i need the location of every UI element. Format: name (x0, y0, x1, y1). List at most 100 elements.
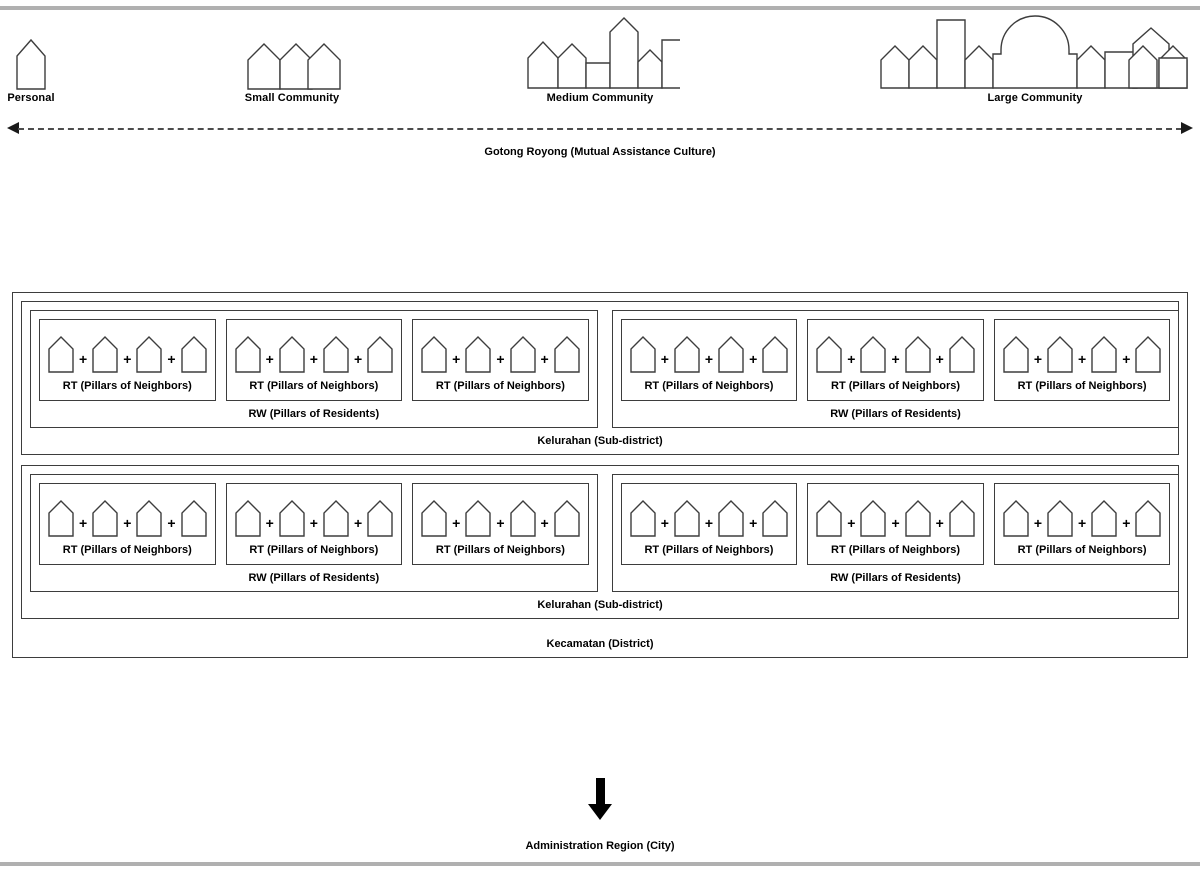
rt-label: RT (Pillars of Neighbors) (249, 544, 379, 556)
city-skyline-icon (875, 14, 1195, 90)
scale-label-personal: Personal (7, 92, 55, 104)
rw-row: + + + RT (Pillars of Neighbors) (30, 310, 1180, 428)
rt-houses: + + + (814, 330, 977, 374)
axis-label: Gotong Royong (Mutual Assistance Culture… (484, 146, 716, 158)
rw-label: RW (Pillars of Residents) (830, 572, 961, 584)
rt-box: + + + RT (Pillars of Neighbors) (225, 319, 403, 401)
house-icon (421, 336, 447, 373)
axis-arrow-right-icon (1181, 122, 1193, 134)
plus-symbol: + (79, 515, 88, 531)
house-icon (553, 500, 580, 537)
rt-box: + + + RT (Pillars of Neighbors) (412, 483, 589, 565)
kelurahan-box: + + + RT (Pillars of Neighbors) (21, 465, 1180, 619)
rt-box: + + + RT (Pillars of Neighbors) (225, 483, 403, 565)
single-house-icon (0, 14, 62, 90)
house-icon (629, 500, 656, 537)
plus-symbol: + (1122, 351, 1131, 367)
rw-label: RW (Pillars of Residents) (248, 408, 380, 420)
rt-label: RT (Pillars of Neighbors) (644, 544, 774, 556)
rt-houses: + + + (628, 494, 791, 538)
rt-houses: + + + (419, 494, 582, 538)
rt-label: RT (Pillars of Neighbors) (831, 380, 961, 392)
rt-houses: + + + (233, 330, 396, 374)
house-icon (92, 500, 118, 537)
house-icon (367, 336, 393, 373)
page-rule-bottom (0, 862, 1200, 866)
plus-symbol: + (935, 351, 944, 367)
arrow-head (588, 804, 612, 820)
house-icon (1047, 336, 1073, 373)
rt-houses: + + + (233, 494, 396, 538)
house-icon (674, 336, 700, 373)
house-icon (465, 500, 492, 537)
plus-symbol: + (265, 351, 274, 367)
kelurahan-label: Kelurahan (Sub-district) (537, 435, 663, 447)
house-icon (136, 336, 163, 373)
house-icon (509, 336, 536, 373)
rt-label: RT (Pillars of Neighbors) (831, 544, 961, 556)
gotong-royong-axis: Gotong Royong (Mutual Assistance Culture… (0, 118, 1200, 168)
rt-houses: + + + (628, 330, 791, 374)
plus-symbol: + (123, 515, 132, 531)
rw-box: + + + RT (Pillars of Neighbors) (611, 474, 1180, 592)
plus-symbol: + (1033, 351, 1042, 367)
rw-box: + + + RT (Pillars of Neighbors) (30, 474, 598, 592)
plus-symbol: + (540, 515, 549, 531)
scale-item-small-community: Small Community (230, 14, 354, 104)
axis-arrow-left-icon (7, 122, 19, 134)
house-icon (1003, 336, 1029, 373)
house-icon (48, 500, 74, 537)
plus-symbol: + (935, 515, 944, 531)
plus-symbol: + (1122, 515, 1131, 531)
rt-box: + + + RT (Pillars of Neighbors) (620, 483, 798, 565)
rt-box: + + + RT (Pillars of Neighbors) (620, 319, 798, 401)
town-skyline-icon (520, 14, 680, 90)
plus-symbol: + (847, 351, 856, 367)
plus-symbol: + (353, 351, 363, 367)
page-rule-top (0, 6, 1200, 10)
rw-box: + + + RT (Pillars of Neighbors) (611, 310, 1180, 428)
house-icon (629, 336, 656, 373)
plus-symbol: + (1078, 351, 1087, 367)
administrative-hierarchy: + + + RT (Pillars of Neighbors) (12, 292, 1188, 658)
house-icon (949, 336, 975, 373)
house-icon (904, 500, 931, 537)
house-icon (323, 500, 349, 537)
house-icon (465, 336, 492, 373)
scale-item-large-community: Large Community (875, 14, 1195, 104)
house-icon (1135, 500, 1162, 537)
rw-label: RW (Pillars of Residents) (830, 408, 961, 420)
kelurahan-label: Kelurahan (Sub-district) (537, 599, 663, 611)
house-icon (279, 336, 305, 373)
scale-item-personal: Personal (0, 14, 62, 104)
house-icon (421, 500, 447, 537)
house-icon (718, 500, 744, 537)
house-icon (1003, 500, 1029, 537)
rw-box: + + + RT (Pillars of Neighbors) (30, 310, 598, 428)
house-icon (92, 336, 118, 373)
plus-symbol: + (265, 515, 274, 531)
scale-item-medium-community: Medium Community (520, 14, 680, 104)
plus-symbol: + (167, 351, 176, 367)
rt-row: + + + RT (Pillars of Neighbors) (39, 483, 589, 565)
plus-symbol: + (660, 351, 669, 367)
rt-box: + + + RT (Pillars of Neighbors) (39, 483, 216, 565)
house-icon (762, 336, 788, 373)
house-icon (1047, 500, 1073, 537)
rt-label: RT (Pillars of Neighbors) (1017, 380, 1147, 392)
rt-label: RT (Pillars of Neighbors) (644, 380, 774, 392)
house-icon (136, 500, 163, 537)
house-icon (860, 336, 887, 373)
kecamatan-label: Kecamatan (District) (546, 638, 654, 650)
scale-label-large-community: Large Community (987, 92, 1083, 104)
arrow-shaft (596, 778, 605, 808)
plus-symbol: + (1078, 515, 1087, 531)
house-icon (509, 500, 536, 537)
plus-symbol: + (167, 515, 176, 531)
down-arrow-icon (0, 778, 1200, 822)
plus-symbol: + (496, 515, 505, 531)
house-icon (323, 336, 349, 373)
plus-symbol: + (704, 351, 714, 367)
house-icon (180, 336, 207, 373)
rt-label: RT (Pillars of Neighbors) (249, 380, 379, 392)
